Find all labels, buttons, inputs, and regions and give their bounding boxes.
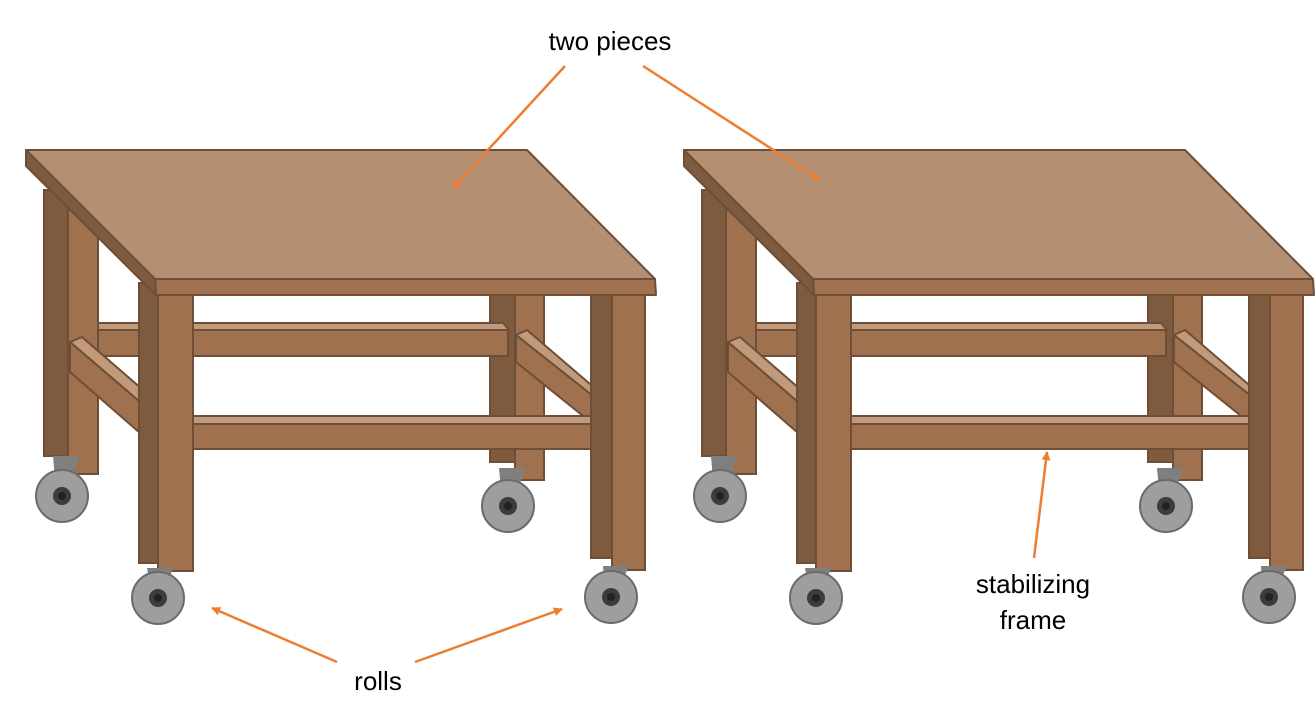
leg-back-right [1147, 293, 1203, 481]
rail-front [847, 415, 1262, 450]
wheel-front-right [584, 566, 638, 624]
leg-back-left [43, 189, 99, 475]
arrow-rolls-right [414, 607, 563, 664]
arrow-rolls-left [211, 606, 338, 664]
wheel-axle [58, 492, 66, 500]
leg-side-face [796, 282, 817, 564]
tabletop-side-edge [25, 149, 157, 296]
leg-side-face [43, 189, 69, 457]
rail-top-face [189, 415, 604, 425]
wheel-front-right [1242, 566, 1296, 624]
tabletop [25, 149, 657, 296]
wheel-back-left [35, 456, 89, 523]
tabletop-side-edge [683, 149, 815, 296]
leg-front-face [611, 291, 646, 571]
wheel-axle [1265, 593, 1273, 601]
tabletop-front-edge [812, 278, 1315, 296]
arrows-layer [211, 64, 1051, 664]
wheel-back-right [1139, 468, 1193, 533]
leg-back-left [701, 189, 757, 475]
wheel-back-left [693, 456, 747, 523]
leg-side-face [1248, 291, 1271, 559]
leg-side-face [138, 282, 159, 564]
labels-layer: two pieces rolls stabilizing frame [354, 26, 1090, 696]
right-table [683, 149, 1315, 625]
leg-front-right [1248, 291, 1304, 571]
leg-front-left [796, 282, 852, 572]
rail-front-face [189, 423, 604, 450]
leg-front-face [1269, 291, 1304, 571]
wheel-axle [1162, 502, 1170, 510]
leg-front-face [157, 291, 194, 572]
arrow-frame [1032, 451, 1051, 559]
rail-top-face [847, 415, 1262, 425]
tabletop [683, 149, 1315, 296]
rail-front [189, 415, 604, 450]
tables-layer [25, 149, 1315, 625]
arrow-top-left [452, 65, 566, 189]
leg-side-face [590, 291, 613, 559]
label-rolls: rolls [354, 666, 402, 696]
leg-side-face [701, 189, 727, 457]
wheel-axle [812, 594, 820, 602]
leg-front-left [138, 282, 194, 572]
wheel-front-left [789, 568, 843, 625]
wheel-axle [154, 594, 162, 602]
leg-front-face [514, 293, 545, 481]
left-table [25, 149, 657, 625]
wheel-axle [607, 593, 615, 601]
label-stabilizing: stabilizing [976, 569, 1090, 599]
arrow-top-right [642, 64, 821, 182]
leg-front-face [1172, 293, 1203, 481]
wheel-axle [716, 492, 724, 500]
leg-front-face [815, 291, 852, 572]
wheel-axle [504, 502, 512, 510]
wheel-front-left [131, 568, 185, 625]
leg-front-right [590, 291, 646, 571]
wheel-back-right [481, 468, 535, 533]
rail-front-face [847, 423, 1262, 450]
label-two-pieces: two pieces [549, 26, 672, 56]
leg-back-right [489, 293, 545, 481]
tabletop-front-edge [154, 278, 657, 296]
label-frame: frame [1000, 605, 1066, 635]
